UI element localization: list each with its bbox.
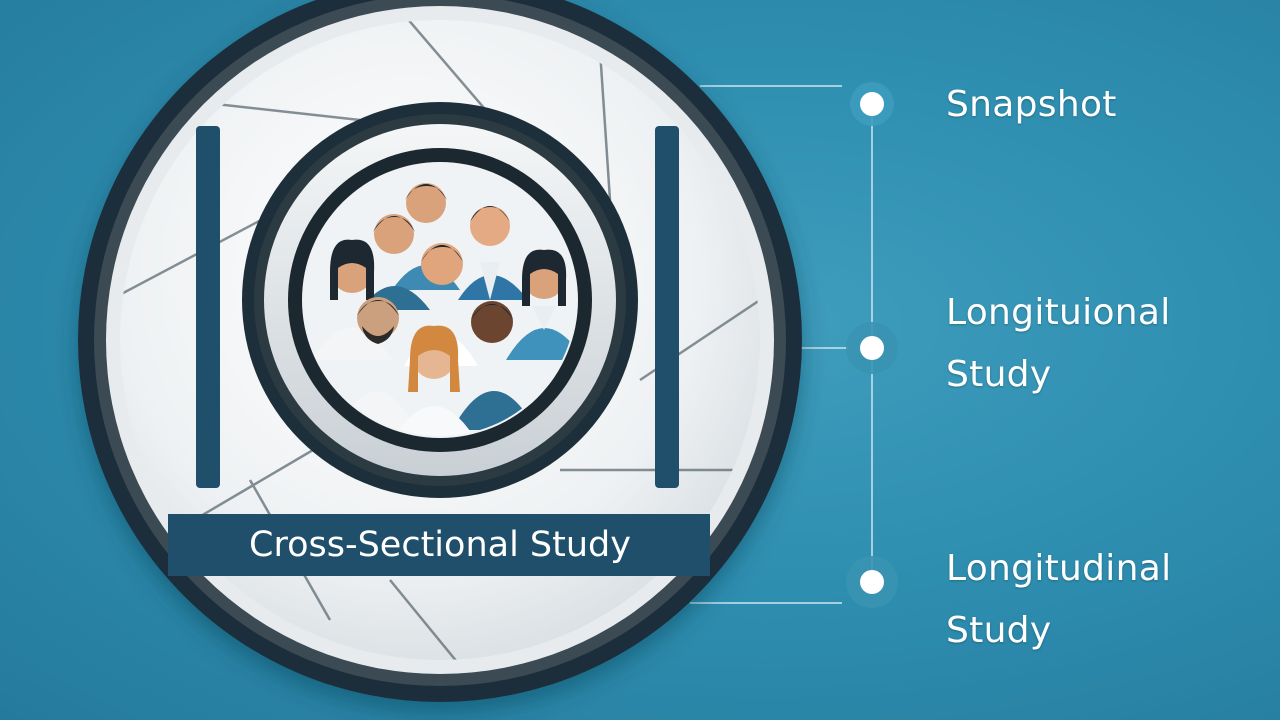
group-of-people-icon [312,183,576,436]
timeline-item-label: Snapshot [946,84,1117,125]
timeline-item-label: Longituional [946,292,1171,333]
banner-label: Cross-Sectional Study [249,525,631,565]
camera-lens-icon [78,0,802,702]
timeline-node-icon [850,82,894,126]
timeline-node-icon [846,322,898,374]
study-banner [168,514,710,576]
left-bar [196,126,220,488]
timeline-item-label: Study [946,354,1052,395]
timeline-node-icon [846,556,898,608]
timeline-item-snapshot: Snapshot [946,74,1117,136]
timeline-item-label: Study [946,610,1052,651]
timeline-item-longituional-study: Longituional Study [946,282,1171,406]
right-bar [655,126,679,488]
timeline-item-longitudinal-study: Longitudinal Study [946,538,1171,662]
timeline-item-label: Longitudinal [946,548,1172,589]
